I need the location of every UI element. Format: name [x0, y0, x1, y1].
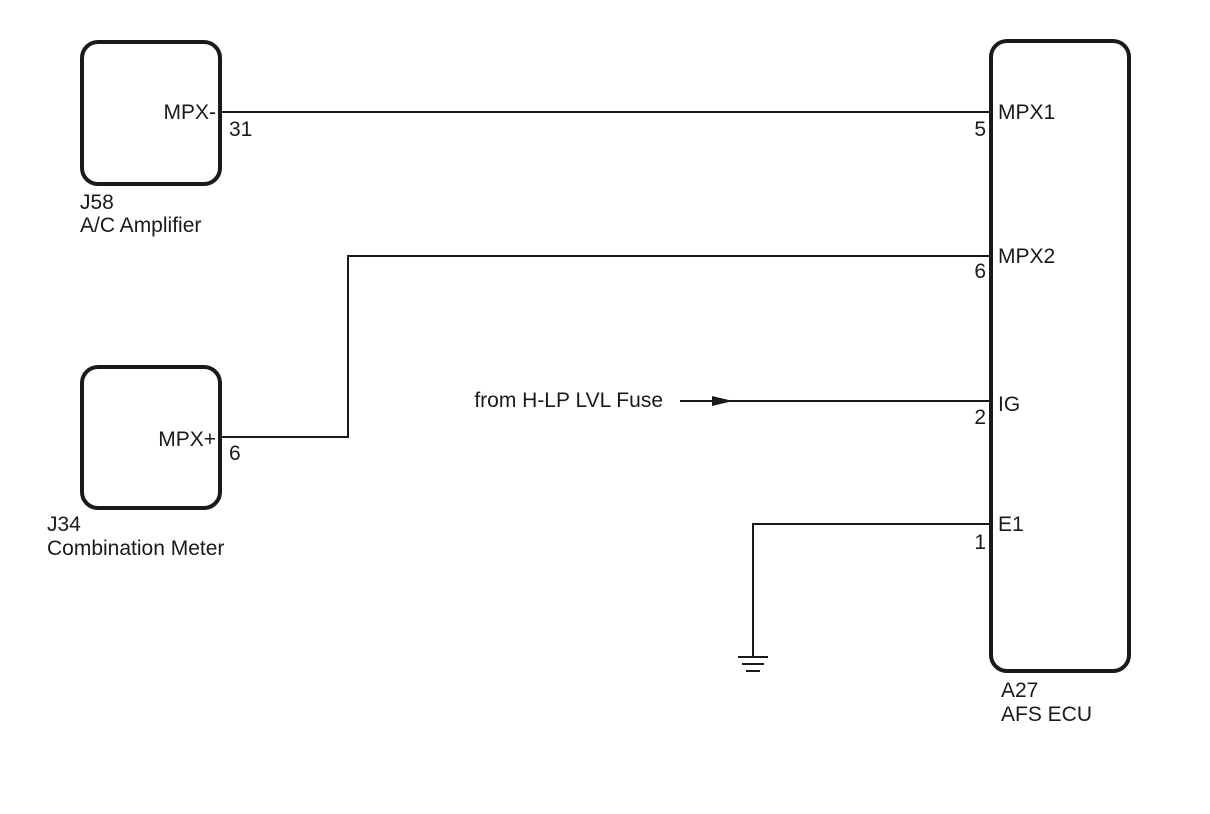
afs-ecu-pin-number-1: 1: [974, 531, 986, 554]
combination-meter-name: Combination Meter: [47, 537, 224, 560]
ac-amplifier-pin-number: 31: [229, 118, 252, 141]
wire-e1-to-ground: [752, 523, 991, 657]
afs-ecu-pin-label-e1: E1: [998, 513, 1024, 536]
ground-icon: [738, 656, 768, 672]
combination-meter-code: J34: [47, 513, 81, 536]
afs-ecu-name: AFS ECU: [1001, 703, 1092, 726]
power-source-label: from H-LP LVL Fuse: [474, 389, 663, 412]
afs-ecu-pin-number-6: 6: [974, 260, 986, 283]
afs-ecu-pin-number-2: 2: [974, 406, 986, 429]
afs-ecu-pin-number-5: 5: [974, 118, 986, 141]
arrow-right-icon: [712, 396, 733, 406]
afs-ecu-pin-label-ig: IG: [998, 393, 1020, 416]
ac-amplifier-component: MPX- 31 J58 A/C Amplifier: [80, 40, 252, 237]
afs-ecu-pin-label-mpx2: MPX2: [998, 245, 1055, 268]
afs-ecu-component: MPX1 5 MPX2 6 IG 2 E1 1 A27 AFS ECU: [974, 39, 1131, 726]
ac-amplifier-code: J58: [80, 191, 114, 214]
afs-ecu-code: A27: [1001, 679, 1038, 702]
combination-meter-pin-number: 6: [229, 442, 241, 465]
combination-meter-pin-label: MPX+: [158, 428, 216, 451]
combination-meter-component: MPX+ 6 J34 Combination Meter: [47, 365, 241, 560]
ac-amplifier-pin-label: MPX-: [164, 101, 217, 124]
afs-ecu-pin-label-mpx1: MPX1: [998, 101, 1055, 124]
afs-ecu-box: [989, 39, 1131, 673]
ac-amplifier-name: A/C Amplifier: [80, 214, 201, 237]
wire-mpx-plus-to-mpx2: [220, 255, 991, 438]
